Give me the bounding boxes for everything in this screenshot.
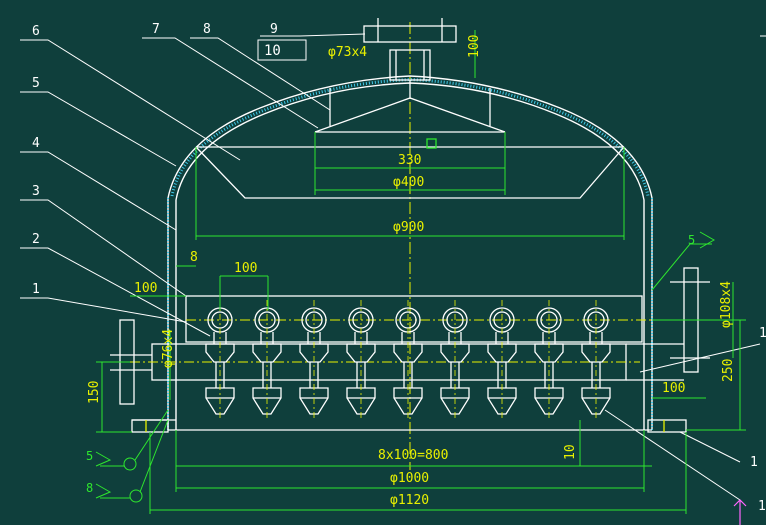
dim-text-left-pipe: φ76x4 [161,329,176,368]
dim-text-neck-height: 100 [467,35,482,58]
flag-symbols [95,231,716,503]
tank-outline [167,75,653,430]
dim-text-pipe-top: φ73x4 [328,45,367,60]
flag-left-8-circle [129,489,143,503]
flag-left-5-leader [134,409,169,461]
laterals-group [205,300,611,420]
leader-label-10: 10 [264,43,281,59]
label-box-10 [257,39,307,61]
dim-text-right-250: 250 [721,359,736,382]
upper-nozzle-2 [252,343,282,363]
leader-label-4: 4 [32,136,40,151]
leader-6 [20,39,241,161]
dim-text-left-150: 150 [87,381,102,404]
dim-text-pitch: 100 [234,261,257,276]
leader-label-r1a: 1 [759,326,766,341]
leader-2 [20,247,211,337]
dim-text-right-pipe: φ108x4 [719,281,734,328]
dim-text-800: 8x100=800 [378,448,448,463]
flag-left-5-circle [123,457,137,471]
flag-left-8-leader [139,419,169,493]
collector-trough [195,146,625,199]
dim-text-right-100: 100 [662,381,685,396]
leader-label-8: 8 [203,22,211,37]
leader-lines [20,33,766,501]
distributor-cone [314,97,506,133]
leader-label-r1c: 1 [758,499,766,514]
dim-text-330: 330 [398,153,421,168]
leader-7 [142,37,319,129]
leader-3 [20,199,187,297]
leader-label-r1b: 1 [750,455,758,470]
leader-1 [20,297,187,323]
leader-5 [20,91,177,167]
upper-nozzle-1 [205,343,235,363]
bottom-right-marker [733,499,747,525]
leader-label-7: 7 [152,22,160,37]
leader-label-5: 5 [32,76,40,91]
leader-9 [260,33,366,37]
base-support [131,419,687,433]
leader-r1c [604,409,741,501]
dimension-lines [96,30,746,514]
base-right-pad [647,419,687,433]
leader-8 [190,37,331,111]
upper-nozzle-8 [534,343,564,363]
top-distributor [195,80,625,199]
flag-text-right-5: 5 [688,233,695,247]
dim-text-400: φ400 [393,175,424,190]
upper-nozzle-9 [581,343,611,363]
dim-text-1120: φ1120 [390,493,429,508]
leader-label-1: 1 [32,282,40,297]
leader-label-6: 6 [32,24,40,39]
dim-text-1000: φ1000 [390,471,429,486]
upper-nozzle-6 [440,343,470,363]
flag-left-8-arrow [95,483,112,499]
dim-text-900: φ900 [393,220,424,235]
flag-text-left-8: 8 [86,481,93,495]
leader-label-3: 3 [32,184,40,199]
dim-text-8: 8 [190,250,198,265]
upper-nozzle-3 [299,343,329,363]
flag-right-5-arrow [699,231,716,249]
leader-label-9: 9 [270,22,278,37]
upper-nozzle-4 [346,343,376,363]
leader-labels: 6 7 8 9 5 4 3 2 1 1 1 1 [32,22,766,514]
flag-right-5-leader [651,243,712,291]
upper-nozzle-5 [393,343,423,363]
flag-labels: 5 8 5 [86,233,695,495]
small-marker [426,138,437,149]
flag-left-5-arrow [95,451,112,467]
flag-text-left-5: 5 [86,449,93,463]
leader-4 [20,151,177,231]
leader-r1b [679,431,741,463]
dimension-texts: φ73x4 100 330 φ400 φ900 8 100 100 φ76x4 … [87,35,736,508]
upper-nozzle-7 [487,343,517,363]
leader-label-2: 2 [32,232,40,247]
dim-text-left-100: 100 [134,281,157,296]
dim-text-gap-10: 10 [563,444,578,460]
